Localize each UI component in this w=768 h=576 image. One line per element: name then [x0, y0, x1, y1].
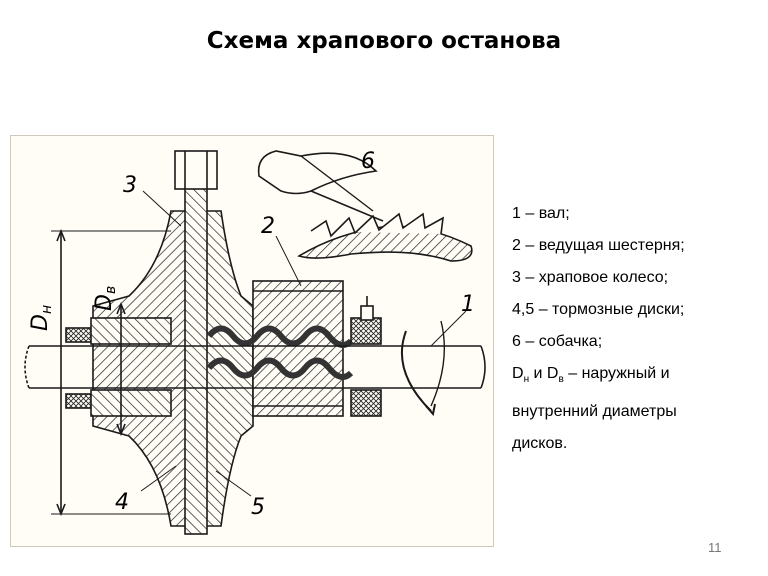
- ratchet-brake-diagram: 3 2 6 1 4 5 Dн Dв: [10, 135, 494, 547]
- brake-disc-4: [92, 210, 187, 527]
- screw-thread: [206, 325, 354, 380]
- legend: 1 – вал; 2 – ведущая шестерня; 3 – храпо…: [512, 198, 762, 460]
- slide-title: Схема храпового останова: [206, 28, 562, 54]
- legend-item-diameters: Dн и Dв – наружный и: [512, 365, 670, 386]
- legend-item: 3 – храповое колесо;: [512, 269, 669, 286]
- label-gear: 2: [261, 214, 275, 239]
- label-disc-5: 5: [251, 495, 265, 520]
- legend-line: внутренний диаметры: [512, 403, 677, 421]
- ratchet-teeth: [297, 212, 473, 262]
- label-ratchet: 3: [123, 173, 137, 198]
- page-number: 11: [708, 540, 722, 555]
- label-pawl: 6: [361, 149, 375, 174]
- legend-item: 2 – ведущая шестерня;: [512, 237, 685, 254]
- shaft: [24, 345, 486, 389]
- label-disc-4: 4: [115, 490, 129, 515]
- rotation-arrow: [400, 330, 432, 412]
- legend-line: дисков.: [512, 435, 568, 453]
- legend-item: 1 – вал;: [512, 205, 570, 222]
- pawl: [257, 150, 384, 222]
- label-d-inner: Dв: [92, 286, 119, 311]
- legend-item: 6 – собачка;: [512, 333, 603, 350]
- gear-sleeve: [252, 280, 344, 417]
- label-d-outer: Dн: [28, 305, 55, 331]
- ratchet-wheel: [184, 153, 208, 535]
- label-shaft: 1: [461, 292, 475, 317]
- legend-item: 4,5 – тормозные диски;: [512, 301, 685, 318]
